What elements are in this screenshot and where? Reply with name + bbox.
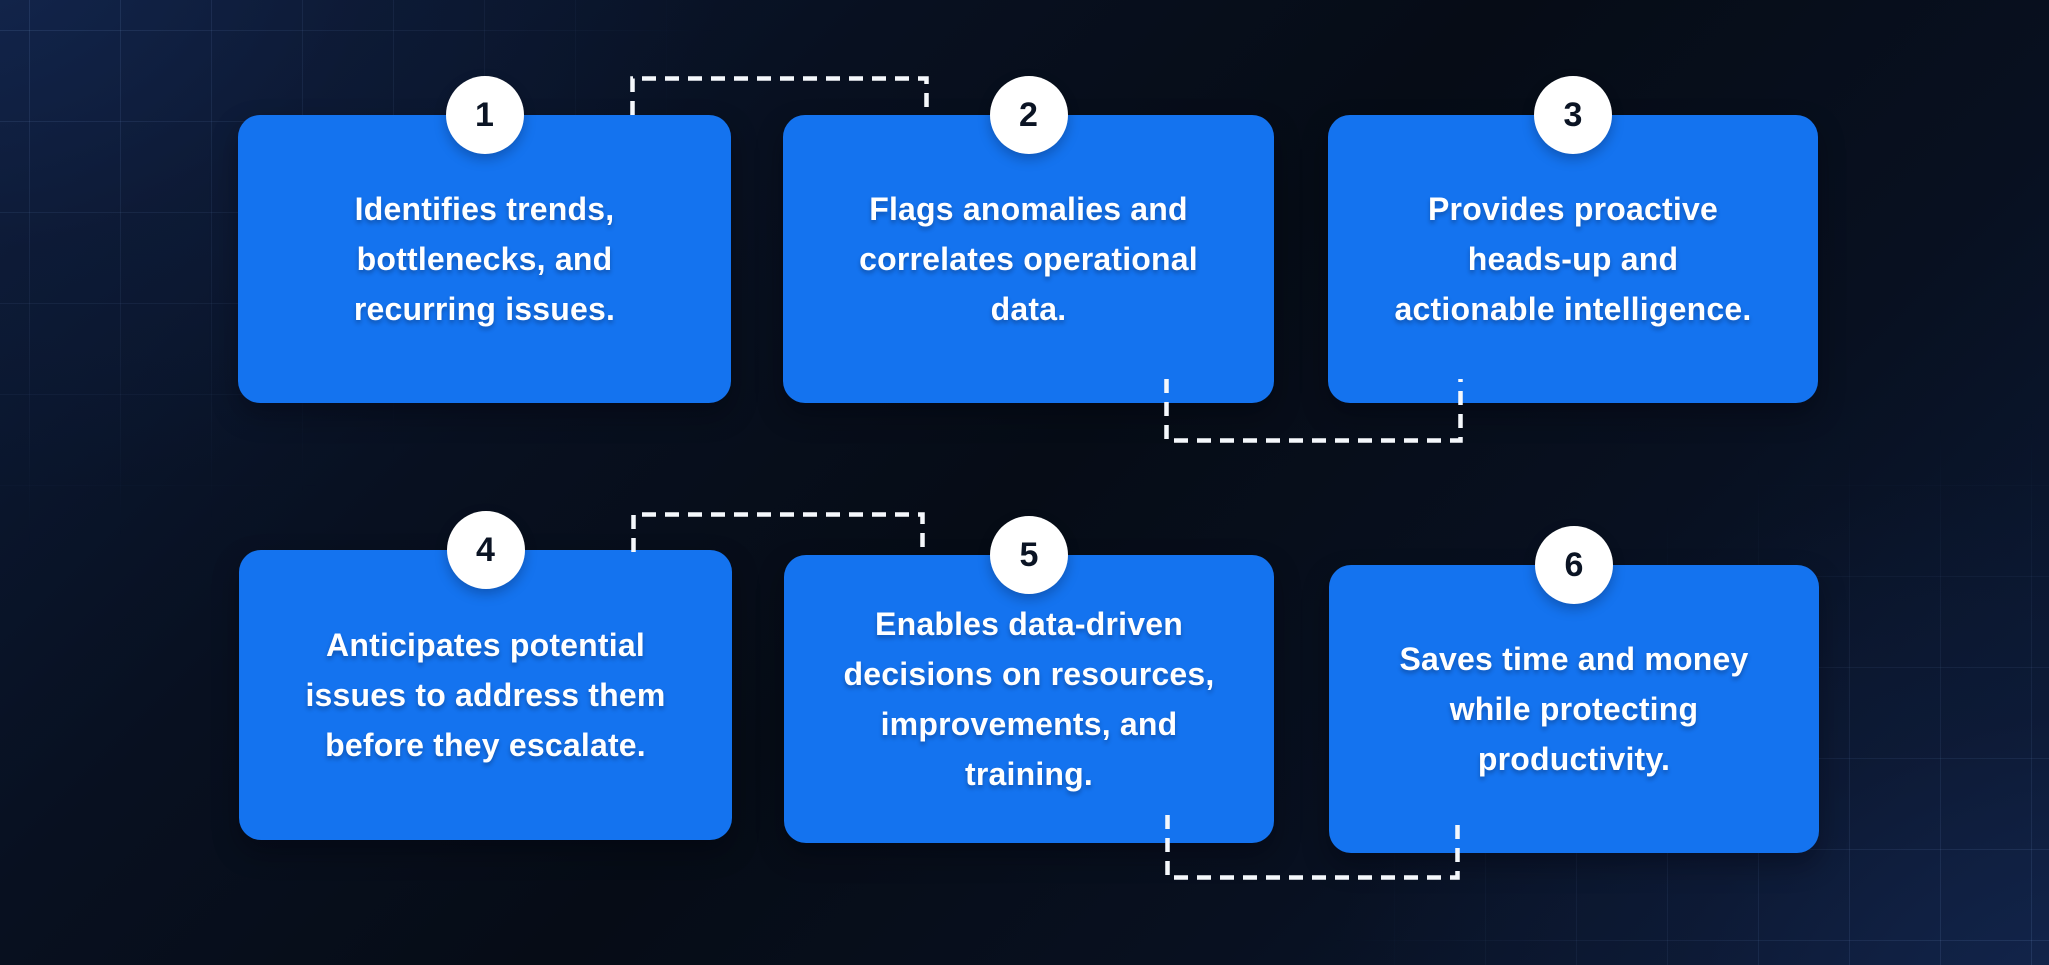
step-card-4: 4 Anticipates potential issues to addres… bbox=[239, 511, 732, 840]
step-number-badge: 4 bbox=[446, 511, 525, 589]
step-text: Provides proactive heads-up and actionab… bbox=[1394, 191, 1752, 327]
connector-step1-step2 bbox=[630, 76, 929, 115]
step-number-badge: 1 bbox=[445, 76, 524, 154]
step-number-badge: 6 bbox=[1535, 526, 1613, 604]
step-number: 3 bbox=[1563, 96, 1583, 134]
step-number-badge: 2 bbox=[989, 76, 1068, 154]
step-number-badge: 5 bbox=[990, 516, 1068, 594]
step-number: 4 bbox=[476, 531, 495, 569]
step-card-5: 5 Enables data-driven decisions on resou… bbox=[784, 516, 1274, 843]
step-number: 2 bbox=[1019, 96, 1038, 134]
step-number: 6 bbox=[1564, 546, 1584, 584]
step-number: 5 bbox=[1019, 536, 1039, 574]
step-card-3: 3 Provides proactive heads-up and action… bbox=[1328, 76, 1818, 403]
step-card-2: 2 Flags anomalies and correlates operati… bbox=[783, 76, 1274, 403]
step-number-badge: 3 bbox=[1534, 76, 1612, 154]
step-text: Anticipates potential issues to address … bbox=[305, 627, 666, 763]
step-number: 1 bbox=[475, 96, 494, 134]
step-card-6: 6 Saves time and money while protecting … bbox=[1329, 526, 1819, 853]
step-text: Saves time and money while protecting pr… bbox=[1399, 641, 1749, 777]
step-card-1: 1 Identifies trends, bottlenecks, and re… bbox=[238, 76, 731, 403]
step-text: Enables data-driven decisions on resourc… bbox=[843, 606, 1215, 792]
step-text: Flags anomalies and correlates operation… bbox=[859, 191, 1198, 327]
connector-step4-step5 bbox=[631, 512, 925, 555]
step-text: Identifies trends, bottlenecks, and recu… bbox=[353, 191, 616, 327]
